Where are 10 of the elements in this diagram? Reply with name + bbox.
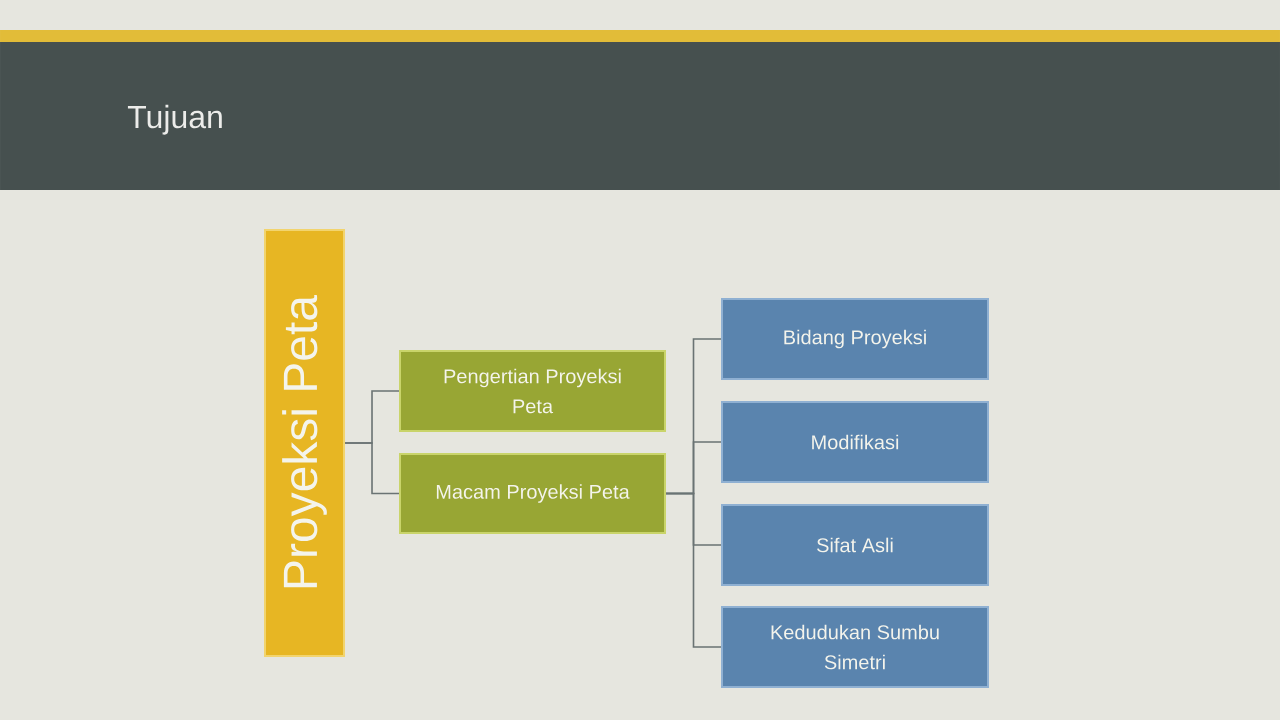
subtopic-box: Macam Proyeksi Peta	[399, 453, 666, 534]
topic-box: Proyeksi Peta	[264, 229, 345, 657]
item-box: Bidang Proyeksi	[721, 298, 989, 380]
item-box: Sifat Asli	[721, 504, 989, 586]
slide-title: Tujuan	[127, 104, 222, 135]
item-box: Modifikasi	[721, 401, 989, 483]
connector-line	[665, 492, 722, 648]
item-box: Kedudukan Sumbu Simetri	[721, 606, 989, 688]
subtopic-box: Pengertian Proyeksi Peta	[399, 350, 666, 432]
connector-line	[344, 442, 400, 495]
